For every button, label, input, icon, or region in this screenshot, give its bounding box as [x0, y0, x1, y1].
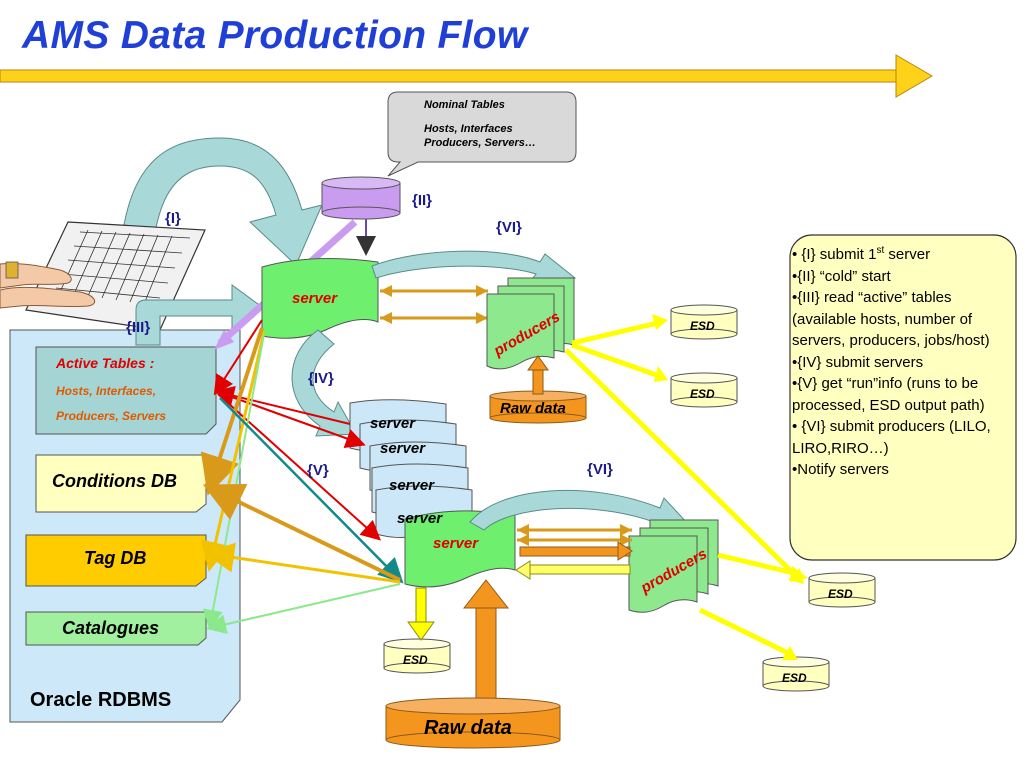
legend-item-1-text: • {I} submit 1 — [792, 246, 877, 263]
nominal-db-cylinder — [321, 176, 401, 220]
active-tables-title: Active Tables : — [56, 355, 155, 371]
legend-item-4: •{IV} submit servers — [792, 353, 924, 371]
legend-item-1-sup: st — [876, 245, 885, 256]
legend-box — [789, 234, 1017, 561]
legend-item-1: • {I} submit 1st server — [792, 240, 1016, 266]
server-stack — [349, 399, 473, 538]
esd-cylinder-5 — [383, 638, 451, 674]
title-arrow — [0, 54, 933, 98]
server-top — [261, 257, 379, 339]
esd-label-2: ESD — [690, 387, 715, 401]
legend-item-1-tail: server — [884, 246, 931, 263]
active-tables-box — [35, 346, 217, 435]
page-title: AMS Data Production Flow — [22, 14, 528, 57]
arrow-submit-first-server — [117, 137, 323, 301]
server-producer-links-top — [380, 285, 488, 324]
conditions-db-label: Conditions DB — [52, 471, 177, 491]
esd-cylinder-1 — [670, 304, 738, 340]
label-step-v: {V} — [307, 462, 329, 479]
label-step-vi-top: {VI} — [496, 219, 522, 236]
catalogues-box — [25, 611, 207, 646]
tag-db-label: Tag DB — [84, 548, 147, 568]
active-tables-line1: Hosts, Interfaces, — [56, 384, 157, 398]
label-step-i: {I} — [165, 210, 181, 227]
esd-cylinder-2 — [670, 372, 738, 408]
producers-top-esd-links — [564, 319, 798, 578]
arrow-submit-producers-top — [371, 250, 577, 283]
esd-label-3: ESD — [828, 587, 853, 601]
server-bottom — [404, 510, 516, 588]
label-step-iii: {III} — [126, 319, 151, 336]
raw-data-large — [385, 697, 561, 749]
active-tables-line2: Producers, Servers — [56, 409, 167, 423]
conditions-db-box — [35, 454, 207, 513]
legend-text: • {I} submit 1st server •{II} “cold” sta… — [792, 240, 1016, 481]
legend-item-5: •{V} get “run”info (runs to be processed… — [792, 375, 985, 414]
esd-cylinder-4 — [762, 656, 830, 692]
db-connection-lines — [200, 319, 404, 635]
legend-item-2: •{II} “cold” start — [792, 267, 891, 285]
raw-data-small-label: Raw data — [500, 400, 566, 417]
oracle-rdbms-label: Oracle RDBMS — [30, 689, 172, 711]
esd-label-5: ESD — [403, 653, 428, 667]
legend-item-6: • {VI} submit producers (LILO, LIRO,RIRO… — [792, 418, 991, 457]
raw-data-small — [489, 390, 587, 424]
server-stack-label-1: server — [370, 415, 416, 432]
raw-data-large-label: Raw data — [424, 717, 512, 739]
esd-label-1: ESD — [690, 319, 715, 333]
server-stack-label-4: server — [397, 510, 443, 527]
nominal-tables-note: Nominal Tables Hosts, Interfaces Produce… — [424, 98, 574, 150]
label-step-iv: {IV} — [308, 370, 334, 387]
producers-top — [486, 277, 575, 370]
label-step-vi-bottom: {VI} — [587, 461, 613, 478]
catalogues-label: Catalogues — [62, 618, 160, 638]
esd-label-4: ESD — [782, 671, 807, 685]
nominal-tables-line2: Producers, Servers… — [424, 137, 536, 149]
nominal-tables-callout — [387, 91, 577, 177]
server-stack-label-2: server — [380, 440, 426, 457]
label-step-ii: {II} — [412, 192, 433, 209]
nominal-tables-line1: Hosts, Interfaces — [424, 123, 513, 135]
tag-db-box — [25, 534, 207, 587]
arrow-read-active-tables — [135, 284, 263, 346]
legend-item-3: •{III} read “active” tables (available h… — [792, 289, 990, 349]
server-top-label: server — [292, 290, 338, 307]
legend-item-7: •Notify servers — [792, 461, 889, 478]
nominal-tables-heading: Nominal Tables — [424, 99, 505, 111]
server-bottom-label: server — [433, 535, 479, 552]
esd-cylinder-3 — [808, 572, 876, 608]
server-producer-links-bottom — [515, 524, 633, 580]
producers-bottom — [628, 519, 719, 613]
server-stack-label-3: server — [389, 477, 435, 494]
